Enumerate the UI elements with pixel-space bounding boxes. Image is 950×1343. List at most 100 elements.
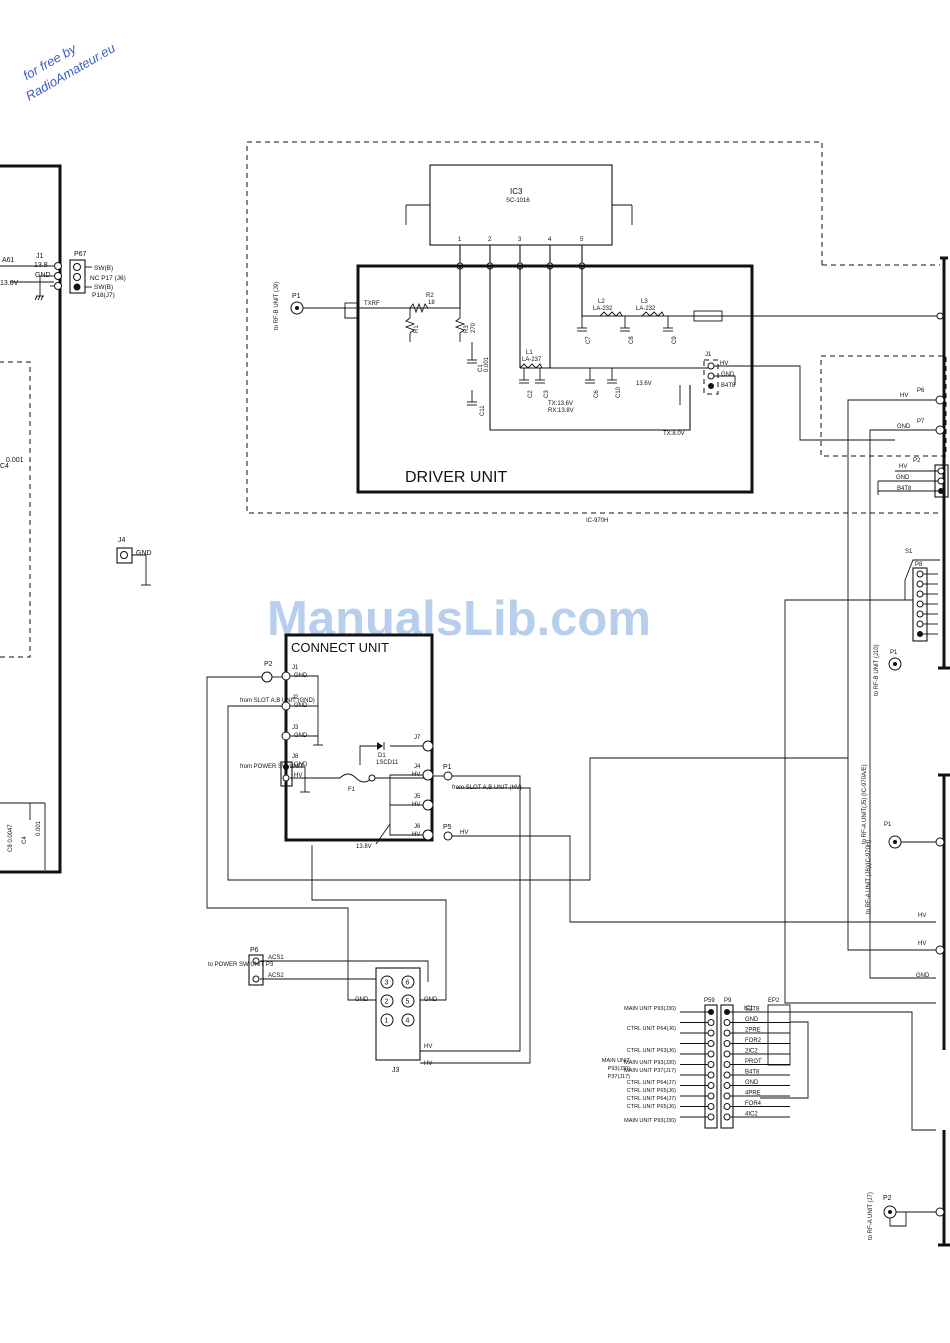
corner-watermark: for free by RadioAmateur.eu [20, 40, 117, 103]
p59-pin [707, 1103, 715, 1110]
p9-pin [723, 1029, 731, 1037]
connect-j8-gnd-label: GND [294, 762, 308, 768]
driver-unit-title: DRIVER UNIT [405, 469, 507, 486]
ct-signal: FOR4 [745, 1101, 762, 1107]
left-c4bv-label: 0.001 [36, 820, 42, 836]
ct-main-p93: P93(J30) [608, 1066, 630, 1072]
right-p7-gnd-label: GND [897, 424, 911, 430]
j4-label: J4 [118, 537, 126, 544]
connect-j4-label: J4 [414, 764, 421, 770]
connect-p2-label: P2 [264, 661, 273, 668]
right-bottom-p2-label: P2 [883, 1195, 892, 1202]
left-c4b-label: C4 [22, 836, 28, 844]
p9-pin [723, 1113, 731, 1121]
driver-j1-b4t8-label: B4T8 [721, 383, 736, 389]
driver-l3-label: L3 [641, 299, 648, 305]
j3-pin [380, 975, 394, 989]
j4-gnd-label: GND [136, 550, 152, 557]
ct-p9-label: P9 [724, 998, 732, 1004]
ic970h-outline: IC-970H [246, 141, 947, 524]
j3-pin [401, 994, 415, 1008]
ct-source: MAIN UNIT P37(J17) [624, 1068, 676, 1074]
ic3-pin-5: 5 [580, 237, 584, 243]
driver-j1-gnd-label: GND [721, 372, 735, 378]
driver-l2-label: L2 [598, 299, 605, 305]
right-p2-gnd-label: GND [896, 475, 910, 481]
ct-p59-label: P59 [704, 998, 715, 1004]
p67-p18-label: P18(J7) [92, 292, 115, 299]
ct-main-unit: MAIN UNIT [602, 1058, 631, 1064]
right-bottom-area: P2 to RF-A UNIT (J7) [868, 1130, 950, 1247]
j3-pin [380, 1013, 394, 1027]
left-r-label: A61 [2, 257, 15, 264]
driver-tx8-label: TX:8.0V [663, 431, 685, 437]
right-p2-label: P2 [913, 458, 921, 464]
j3-hv1-label: HV [424, 1044, 432, 1050]
driver-l3v-label: LA-232 [636, 306, 656, 312]
p6-connector-block: P6 to POWER SW UNIT P3 ACS1 ACS2 [208, 947, 429, 986]
ct-source: CTRL UNIT P64(J7) [627, 1080, 676, 1086]
ct-signal: PROT [745, 1059, 762, 1065]
connect-j1-label: J1 [292, 665, 299, 671]
driver-c1v-label: 0.001 [484, 356, 490, 372]
right-mid-hv-label: HV [918, 913, 926, 919]
right-p6-label: P6 [917, 388, 925, 394]
connect-j7-label: J7 [414, 735, 421, 741]
p67-connector: P67 SW(B) NC P17 (J6) SW(B) P18(J7) [69, 251, 126, 299]
j3-pin-number: 6 [406, 980, 410, 987]
ct-signal: 2PRE [745, 1028, 761, 1034]
connect-p5-hv-label: HV [460, 830, 468, 836]
ic3-pin-1: 1 [458, 237, 462, 243]
p59-pin [707, 1029, 715, 1037]
driver-c8-label: C8 [629, 336, 635, 344]
driver-tx138-label: TX:13.6V [548, 401, 573, 407]
driver-r2v-label: 18 [428, 300, 435, 306]
left-c4-label: C4 [0, 463, 9, 470]
p67-label: P67 [74, 251, 87, 258]
right-s1-label: S1 [905, 549, 913, 555]
center-watermark: ManualsLib.com [267, 592, 651, 646]
right-to-rfb-label: to RF-B UNIT (J10) [874, 644, 880, 696]
driver-c10-label: C10 [616, 386, 622, 398]
right-mid-hv2-label: HV [918, 941, 926, 947]
right-p1-label: P1 [890, 650, 898, 656]
j3-pin [380, 994, 394, 1008]
p8-pin [916, 600, 924, 608]
ct-source: CTRL UNIT P65(J6) [627, 1088, 676, 1094]
ct-signal: 2IC2 [745, 1049, 758, 1055]
ic3-part-label: SC-1016 [506, 198, 530, 204]
connect-from-pwr-label: from POWER SW UNIT [240, 764, 304, 770]
right-mid-p1-label: P1 [884, 822, 892, 828]
ct-ep2-label: EP2 [768, 998, 780, 1004]
p9-pin [723, 1019, 731, 1026]
driver-r3-label: R3 [464, 325, 470, 333]
driver-rx138-label: RX:13.8V [548, 408, 574, 414]
driver-c9-label: C9 [672, 336, 678, 344]
driver-c1-label: C1 [478, 364, 484, 372]
right-top-area: P6 HV P7 GND P2 HV GND B4T8 S1 P8 P1 to … [784, 256, 950, 1004]
j3-pin [401, 975, 415, 989]
p9-pin [723, 1071, 731, 1079]
j3-pin-number: 3 [385, 980, 389, 987]
driver-l2v-label: LA-232 [593, 306, 613, 312]
connect-f1-label: F1 [348, 787, 356, 793]
ct-source: CTRL UNIT P65(J6) [627, 1104, 676, 1110]
driver-p1-label: P1 [292, 293, 301, 300]
ct-ic1-label: IC1 [744, 1006, 754, 1012]
ct-signal: B4T8 [745, 1070, 760, 1076]
ct-source: CTRL UNIT P63(J6) [627, 1048, 676, 1054]
connect-d1-label: D1 [378, 753, 386, 759]
driver-j1-label: J1 [705, 352, 712, 358]
p9-pin [723, 1050, 731, 1058]
right-p7-label: P7 [917, 419, 925, 425]
connect-d1v-label: 1SCD11 [376, 760, 399, 766]
driver-c3-label: C3 [544, 390, 550, 398]
ic3-pin-3: 3 [518, 237, 522, 243]
right-middle-area: to RF-A UNIT(J5) (IC-970A/E) P1 to RF-A … [862, 764, 950, 1050]
connect-j5-label: J5 [414, 794, 421, 800]
p6-acs1-label: ACS1 [268, 955, 284, 961]
p59-pin [707, 1050, 715, 1058]
left-138v-label: 13.8V [0, 280, 19, 287]
j3-pin-number: 2 [385, 999, 389, 1006]
p59-pin [707, 1071, 715, 1079]
